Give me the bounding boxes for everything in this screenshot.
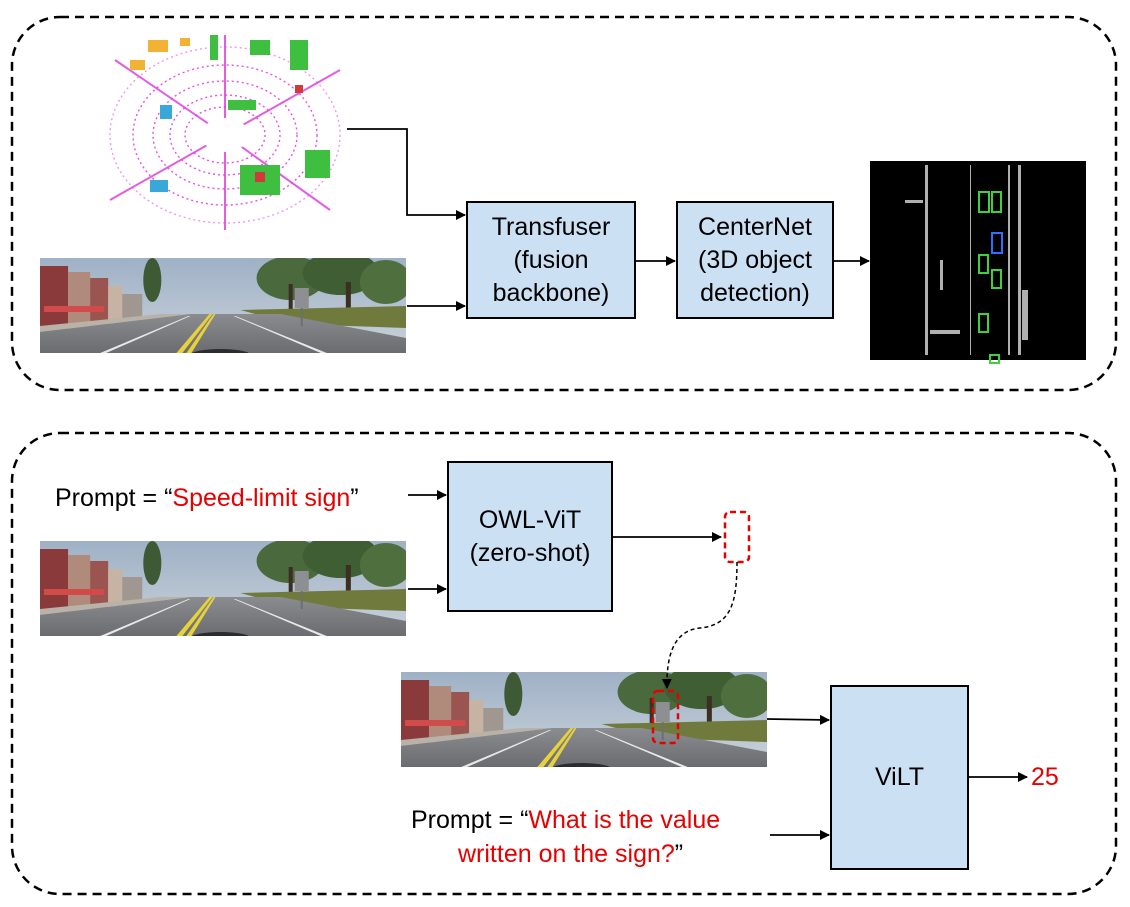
camera-image-middle [40, 534, 412, 644]
vilt-box: ViLT [830, 685, 969, 870]
prompt2-suffix: ” [674, 840, 684, 868]
camera-image-top [40, 251, 412, 361]
vilt-label: ViLT [874, 763, 925, 791]
prompt-question-line-2: written on the sign?” [458, 840, 683, 869]
top-panel-border [10, 15, 1118, 392]
arrow-lidar-to-transfuser [347, 128, 466, 220]
transfuser-line-3: backbone) [492, 278, 610, 307]
prompt-question-line-1: Prompt = “What is the value [411, 806, 720, 835]
centernet-line-3: detection) [700, 278, 810, 307]
detected-sign-bbox [651, 689, 680, 745]
bev-detection-image [870, 161, 1086, 364]
centernet-line-1: CenterNet [698, 212, 812, 241]
transfuser-line-2: (fusion [513, 245, 589, 274]
bottom-panel-border [10, 431, 1118, 896]
owlvit-box: OWL-ViT (zero-shot) [447, 461, 613, 612]
prompt1-prefix: Prompt = “ [55, 484, 173, 512]
prompt2-quoted-1: What is the value [528, 806, 721, 834]
lidar-pointcloud-image [100, 28, 347, 233]
owlvit-line-2: (zero-shot) [469, 538, 591, 567]
arrow-crop-to-vilt [766, 714, 830, 725]
owlvit-line-1: OWL-ViT [478, 505, 582, 534]
transfuser-box: Transfuser (fusion backbone) [466, 201, 636, 319]
prompt2-quoted-2: written on the sign? [458, 840, 675, 868]
prompt2-prefix: Prompt = “ [411, 806, 529, 834]
owl-output-bbox [723, 510, 751, 564]
camera-image-cropped-input [401, 665, 773, 775]
answer-value: 25 [1031, 763, 1059, 791]
centernet-line-2: (3D object [698, 245, 812, 274]
arrow-bbox-to-crop [661, 561, 738, 689]
centernet-box: CenterNet (3D object detection) [676, 201, 834, 319]
prompt-speed-limit: Prompt = “Speed-limit sign” [55, 484, 359, 513]
transfuser-line-1: Transfuser [491, 212, 611, 241]
prompt1-quoted: Speed-limit sign [172, 484, 351, 512]
prompt1-suffix: ” [350, 484, 359, 512]
